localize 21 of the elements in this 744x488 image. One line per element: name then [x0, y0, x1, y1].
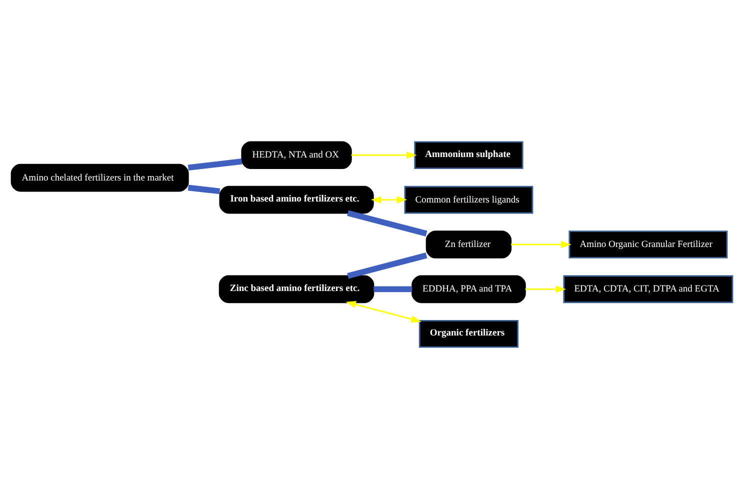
node-box: Common fertilizers ligands	[404, 185, 534, 214]
connector	[347, 252, 428, 278]
node-box: Amino chelated fertilizers in the market	[10, 163, 189, 192]
arrow	[525, 285, 566, 292]
node-box: HEDTA, NTA and OX	[241, 140, 352, 169]
arrow	[370, 196, 408, 203]
node-box: Iron based amino fertilizers etc.	[219, 185, 374, 214]
node-box: EDTA, CDTA, CIT, DTPA and EGTA	[563, 274, 734, 303]
node-box: EDDHA, PPA and TPA	[412, 274, 526, 303]
connector	[347, 210, 428, 236]
connector	[188, 158, 242, 170]
connector	[188, 184, 220, 194]
arrow	[351, 151, 417, 158]
node-box: Amino Organic Granular Fertilizer	[568, 230, 728, 258]
node-box: Zn fertilizer	[426, 230, 512, 258]
node-box: Zinc based amino fertilizers etc.	[218, 274, 374, 303]
node-box: Organic fertilizers	[418, 319, 519, 348]
connector	[374, 286, 412, 292]
arrow	[510, 240, 572, 248]
node-box: Ammonium sulphate	[414, 140, 524, 169]
arrow	[346, 300, 422, 322]
